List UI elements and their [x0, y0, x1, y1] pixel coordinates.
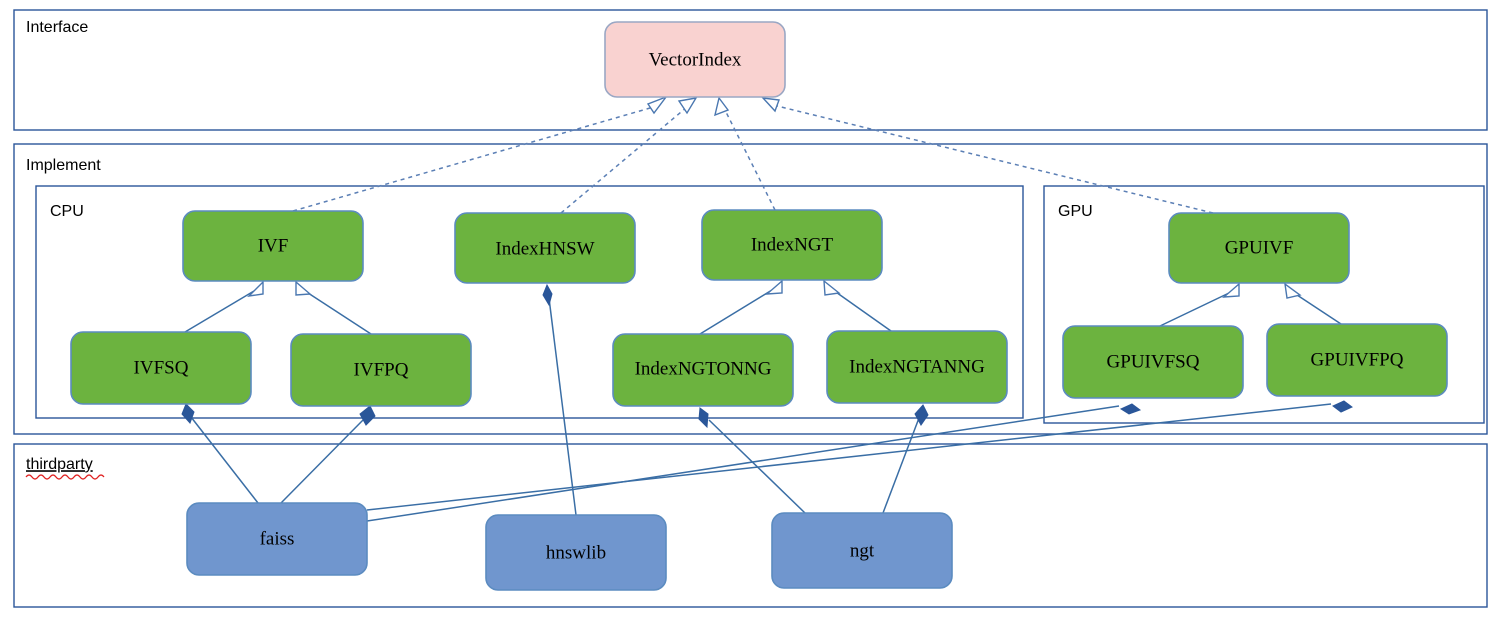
edge-faiss-to-ivfpq	[280, 418, 365, 504]
node-ivf[interactable]: IVF	[182, 210, 364, 282]
edge-ngt-to-indexngtanng	[882, 417, 920, 514]
edges-composition	[181, 283, 1353, 522]
node-indexngtanng[interactable]: IndexNGTANNG	[826, 330, 1008, 404]
arrowhead-gpuivfpq-to-gpuivf	[1284, 282, 1302, 299]
node-ivfsq[interactable]: IVFSQ	[70, 331, 252, 405]
edges-generalization-interface	[292, 95, 1214, 214]
node-indexngtonng[interactable]: IndexNGTONNG	[612, 333, 794, 407]
node-indexngt[interactable]: IndexNGT	[701, 209, 883, 281]
node-shape-ngt[interactable]	[771, 512, 953, 589]
node-ivfpq[interactable]: IVFPQ	[290, 333, 472, 407]
node-hnswlib[interactable]: hnswlib	[485, 514, 667, 591]
node-shape-hnswlib[interactable]	[485, 514, 667, 591]
edge-gpuivfpq-to-gpuivf	[1293, 292, 1342, 325]
node-label-gpuivfsq: GPUIVFSQ	[1107, 351, 1200, 372]
edge-faiss-to-ivfsq	[190, 416, 259, 504]
arrowhead-indexhnsw-to-vectorindex	[677, 97, 698, 115]
node-label-indexngt: IndexNGT	[751, 234, 834, 255]
edge-hnswlib-to-indexhnsw	[548, 297, 577, 516]
node-shape-gpuivf[interactable]	[1168, 212, 1350, 284]
diamond-ngt-to-indexngtanng	[914, 404, 929, 426]
edge-faiss-to-gpuivfsq	[366, 405, 1120, 522]
group-frame-cpu	[35, 185, 1024, 419]
diamond-faiss-to-ivfsq	[181, 403, 195, 424]
node-shape-indexngtonng[interactable]	[612, 333, 794, 407]
node-label-vectorindex: VectorIndex	[649, 49, 742, 70]
diamond-faiss-to-gpuivfpq	[1332, 400, 1353, 413]
node-shape-ivfpq[interactable]	[290, 333, 472, 407]
node-gpuivfsq[interactable]: GPUIVFSQ	[1062, 325, 1244, 399]
node-shape-faiss[interactable]	[186, 502, 368, 576]
node-label-ivfsq: IVFSQ	[134, 357, 189, 378]
group-frame-thirdparty	[13, 443, 1488, 608]
nodes: VectorIndex IVF IndexHNSW IndexNGT GPUIV…	[70, 21, 1448, 591]
node-label-ivf: IVF	[258, 235, 289, 256]
node-indexhnsw[interactable]: IndexHNSW	[454, 212, 636, 284]
edge-indexngt-to-vectorindex	[723, 107, 776, 211]
node-shape-gpuivfpq[interactable]	[1266, 323, 1448, 397]
arrowhead-ivf-to-vectorindex	[646, 95, 669, 115]
group-label-cpu: CPU	[50, 203, 84, 220]
edge-gpuivf-to-vectorindex	[772, 104, 1214, 214]
edge-ivfsq-to-ivf	[184, 290, 255, 333]
node-faiss[interactable]: faiss	[186, 502, 368, 576]
node-gpuivf[interactable]: GPUIVF	[1168, 212, 1350, 284]
node-label-indexhnsw: IndexHNSW	[495, 238, 594, 259]
node-label-gpuivf: GPUIVF	[1225, 237, 1294, 258]
edge-ivfpq-to-ivf	[304, 290, 372, 335]
edge-indexngtonng-to-indexngt	[699, 289, 773, 335]
group-label-gpu: GPU	[1058, 203, 1093, 220]
node-ngt[interactable]: ngt	[771, 512, 953, 589]
node-label-hnswlib: hnswlib	[546, 542, 606, 563]
node-shape-indexhnsw[interactable]	[454, 212, 636, 284]
node-shape-ivfsq[interactable]	[70, 331, 252, 405]
node-shape-gpuivfsq[interactable]	[1062, 325, 1244, 399]
node-label-indexngtanng: IndexNGTANNG	[849, 356, 985, 377]
group-frame-gpu	[1043, 185, 1485, 424]
group-labels: Interface Implement CPU GPU thirdparty	[25, 19, 1093, 480]
edge-ngt-to-indexngtonng	[708, 419, 806, 514]
arrowhead-indexngt-to-vectorindex	[714, 96, 730, 117]
node-label-indexngtonng: IndexNGTONNG	[635, 358, 772, 379]
node-shape-ivf[interactable]	[182, 210, 364, 282]
group-frame-interface	[13, 9, 1488, 131]
diamond-faiss-to-ivfpq	[359, 405, 376, 426]
node-shape-vectorindex[interactable]	[604, 21, 786, 98]
group-frames	[13, 9, 1488, 608]
edges-generalization-subclasses	[184, 279, 1342, 335]
group-label-implement: Implement	[26, 157, 101, 174]
node-gpuivfpq[interactable]: GPUIVFPQ	[1266, 323, 1448, 397]
edge-indexngtanng-to-indexngt	[832, 289, 892, 332]
diamond-hnswlib-to-indexhnsw	[542, 283, 553, 307]
node-shape-indexngt[interactable]	[701, 209, 883, 281]
arrowhead-gpuivf-to-vectorindex	[761, 97, 780, 113]
edge-faiss-to-gpuivfpq	[366, 403, 1332, 511]
node-shape-indexngtanng[interactable]	[826, 330, 1008, 404]
edge-indexhnsw-to-vectorindex	[560, 106, 688, 214]
node-vectorindex[interactable]: VectorIndex	[604, 21, 786, 98]
arrowhead-ivfsq-to-ivf	[247, 280, 264, 297]
diamond-faiss-to-gpuivfsq	[1119, 403, 1142, 415]
diamond-ngt-to-indexngtonng	[698, 407, 709, 429]
group-label-interface: Interface	[26, 19, 88, 36]
arrowhead-indexngtonng-to-indexngt	[764, 279, 783, 295]
node-label-ivfpq: IVFPQ	[354, 359, 409, 380]
node-label-ngt: ngt	[850, 540, 875, 561]
arrowhead-indexngtanng-to-indexngt	[823, 279, 841, 296]
spellcheck-squiggle-icon	[25, 474, 105, 480]
arrowhead-ivfpq-to-ivf	[295, 280, 312, 296]
node-label-gpuivfpq: GPUIVFPQ	[1311, 349, 1404, 370]
edge-gpuivfsq-to-gpuivf	[1159, 292, 1230, 327]
edge-ivf-to-vectorindex	[292, 105, 658, 212]
arrowhead-gpuivfsq-to-gpuivf	[1221, 282, 1240, 298]
group-frame-implement	[13, 143, 1488, 435]
group-label-thirdparty: thirdparty	[26, 456, 93, 473]
node-label-faiss: faiss	[260, 528, 295, 549]
